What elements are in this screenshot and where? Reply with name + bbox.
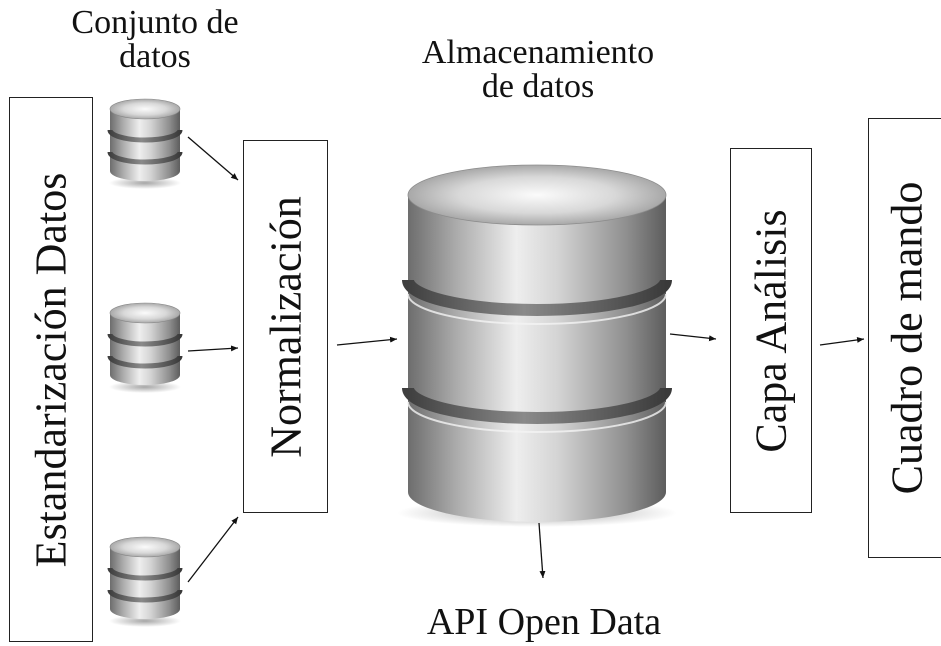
arrow-normalization-to-storage <box>336 336 398 346</box>
api-label: API Open Data <box>426 601 662 643</box>
normalization-box: Normalización <box>243 140 328 513</box>
standardization-label: Estandarización Datos <box>26 172 76 567</box>
arrow-analysis-to-dashboard <box>819 336 865 346</box>
database-icon <box>107 302 183 393</box>
arrow-storage-to-analysis <box>669 333 717 342</box>
database-icon <box>107 98 183 189</box>
dashboard-label: Cuadro de mando <box>882 181 931 495</box>
datasets-label: Conjunto de datos <box>71 4 239 75</box>
database-icon <box>107 536 183 627</box>
arrow-db2-to-normalization <box>187 345 239 352</box>
storage-label: Almacenamiento de datos <box>421 34 655 105</box>
normalization-label: Normalización <box>261 195 310 458</box>
analysis-box: Capa Análisis <box>730 148 812 513</box>
arrow-storage-to-api <box>538 522 546 579</box>
dashboard-box: Cuadro de mando <box>868 118 941 558</box>
analysis-label: Capa Análisis <box>746 208 796 453</box>
main-database-icon <box>397 164 677 527</box>
standardization-box: Estandarización Datos <box>9 97 93 642</box>
arrow-db3-to-normalization <box>187 516 239 583</box>
arrow-db1-to-normalization <box>187 136 239 181</box>
